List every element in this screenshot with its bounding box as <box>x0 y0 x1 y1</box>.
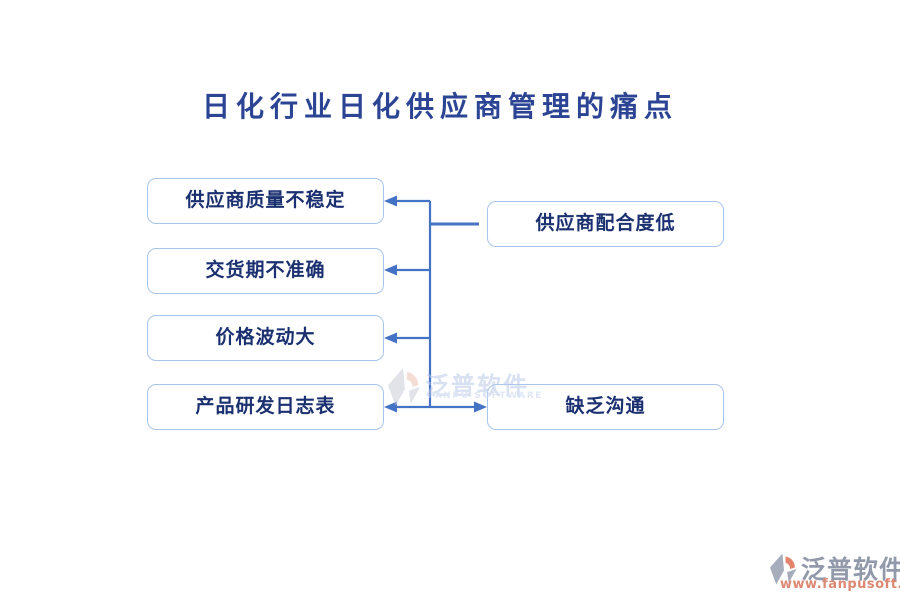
page-title: 日化行业日化供应商管理的痛点 <box>201 90 678 123</box>
center-watermark-brand: 泛普软件 <box>425 372 529 400</box>
center-watermark: 泛普软件 FANPU SOFTWARE <box>388 366 541 408</box>
fanpu-logo-icon <box>770 553 797 585</box>
node-delivery-time: 交货期不准确 <box>147 248 384 294</box>
node-rd-log: 产品研发日志表 <box>147 384 384 430</box>
node-price-fluctuation: 价格波动大 <box>147 315 384 361</box>
node-supplier-quality: 供应商质量不稳定 <box>147 178 384 224</box>
corner-watermark: 泛普软件 www.fanpusoft.com <box>770 550 900 595</box>
node-lack-communication: 缺乏沟通 <box>487 384 724 430</box>
corner-watermark-brand: 泛普软件 <box>801 555 900 584</box>
corner-watermark-url: www.fanpusoft.com <box>780 577 900 592</box>
center-watermark-brand-en: FANPU SOFTWARE <box>428 391 544 401</box>
node-supplier-cooperation: 供应商配合度低 <box>487 201 724 247</box>
fanpu-logo-icon <box>388 368 421 406</box>
